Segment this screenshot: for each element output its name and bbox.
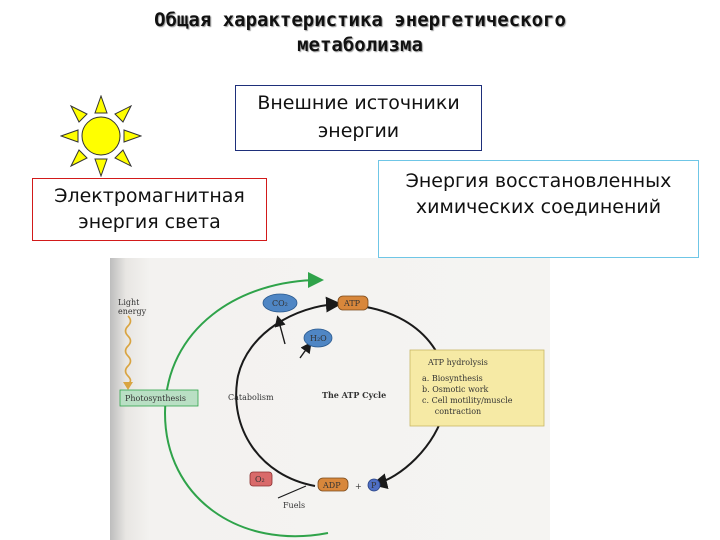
atp-hydrolysis-item-b: b. Osmotic work	[422, 385, 489, 394]
green-cycle-arrow	[163, 272, 329, 538]
chemical-energy-line1: Энергия восстановленных	[405, 170, 672, 192]
atp-hydrolysis-title: ATP hydrolysis	[427, 358, 488, 367]
atp-label: ATP	[343, 299, 361, 308]
photosynthesis-box	[119, 389, 199, 407]
plus-sign: +	[355, 482, 362, 491]
slide-title-line2: метаболизма	[297, 34, 423, 56]
chemical-energy-box: Энергия восстановленных химических соеди…	[378, 160, 699, 258]
o2-label: O₂	[255, 475, 265, 484]
light-energy-label-line2: energy	[118, 307, 147, 316]
atp-cycle-figure: Photosynthesis Light energy CO₂ H₂O ATP …	[110, 258, 550, 540]
slide-title-line1: Общая характеристика энергетического	[154, 9, 566, 31]
light-energy-label-line1: Light	[118, 298, 140, 307]
h2o-label: H₂O	[310, 334, 327, 343]
light-energy-line2: энергия света	[78, 211, 221, 233]
external-energy-line1: Внешние источники	[257, 92, 460, 114]
adp-label: ADP	[322, 481, 341, 490]
sun-icon	[60, 95, 142, 177]
atp-hydrolysis-item-a: a. Biosynthesis	[422, 374, 483, 383]
light-wave-arrow	[124, 315, 132, 385]
cycle-arrow-left	[235, 296, 342, 487]
co2-label: CO₂	[272, 299, 288, 308]
slide-title: Общая характеристика энергетического мет…	[0, 8, 720, 58]
atp-cycle-label: The ATP Cycle	[322, 390, 386, 400]
chemical-energy-line2: химических соединений	[415, 196, 662, 218]
o2-molecule-icon	[249, 471, 273, 487]
atp-hydrolysis-item-c: c. Cell motility/muscle	[422, 396, 513, 405]
atp-hydrolysis-box	[409, 349, 545, 427]
co2-molecule-icon	[262, 293, 298, 313]
atp-molecule-icon	[337, 295, 369, 311]
external-energy-line2: энергии	[317, 120, 400, 142]
light-energy-line1: Электромагнитная	[54, 185, 245, 207]
adp-molecule-icon	[317, 477, 349, 492]
external-energy-sources-box: Внешние источники энергии	[235, 85, 482, 151]
h2o-molecule-icon	[303, 328, 333, 348]
phosphate-icon	[367, 478, 381, 492]
phosphate-label: P	[371, 481, 377, 490]
catabolism-label: Catabolism	[228, 393, 274, 402]
photosynthesis-label: Photosynthesis	[125, 394, 186, 403]
light-energy-box: Электромагнитная энергия света	[32, 178, 267, 241]
fuels-label: Fuels	[283, 501, 305, 510]
atp-hydrolysis-item-c-cont: contraction	[422, 407, 481, 416]
